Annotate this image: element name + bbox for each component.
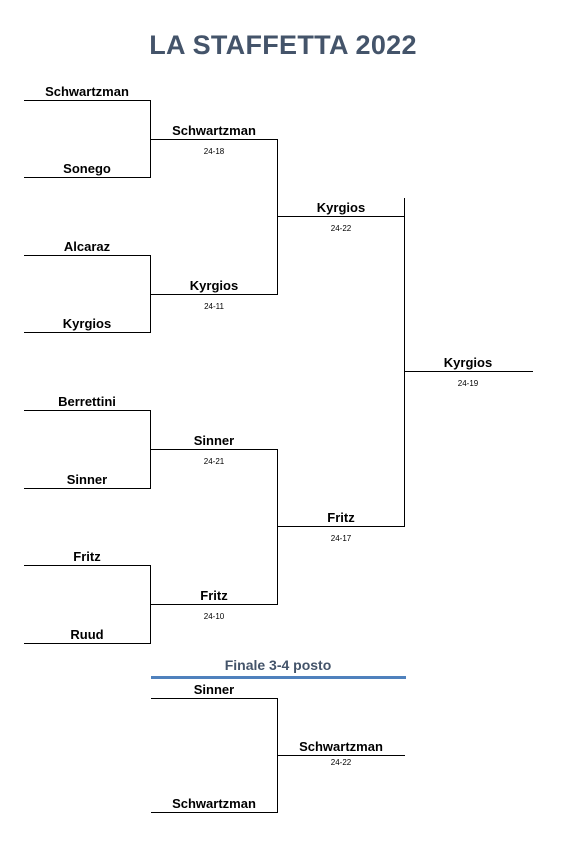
r1-player-6: Sinner [66,472,108,487]
r1-player-5: Berrettini [58,394,116,409]
third-place-player-2: Schwartzman [172,796,256,811]
qf-score-3: 24-21 [203,457,225,466]
final-line [405,371,533,372]
qf-score-2: 24-11 [204,302,224,311]
third-place-divider [151,676,406,679]
qf-score-1: 24-18 [203,147,225,156]
sf-winner-2: Fritz [327,510,355,525]
r1-connector-2 [150,255,151,333]
sf-winner-1: Kyrgios [316,200,366,215]
qf-winner-4: Fritz [200,588,228,603]
third-place-score: 24-22 [330,758,352,767]
third-place-title: Finale 3-4 posto [224,657,332,673]
qf-line-2 [151,294,278,295]
qf-connector-1 [277,139,278,295]
qf-line-1 [151,139,278,140]
sf-score-1: 24-22 [330,224,352,233]
third-place-line-1 [151,698,278,699]
sf-line-1 [278,216,405,217]
r1-line-8 [24,643,151,644]
third-place-connector [277,698,278,813]
r1-player-4: Kyrgios [62,316,112,331]
r1-line-3 [24,255,151,256]
r1-line-1 [24,100,151,101]
r1-line-4 [24,332,151,333]
page-title: LA STAFFETTA 2022 [149,30,417,60]
qf-score-4: 24-10 [203,612,225,621]
third-place-player-1: Sinner [193,682,235,697]
qf-line-4 [151,604,278,605]
sf-score-2: 24-17 [330,534,352,543]
third-place-winner-line [278,755,405,756]
qf-winner-2: Kyrgios [189,278,239,293]
r1-player-2: Sonego [63,161,111,176]
r1-line-6 [24,488,151,489]
r1-line-2 [24,177,151,178]
r1-line-7 [24,565,151,566]
sf-line-2 [278,526,405,527]
r1-connector-3 [150,410,151,489]
r1-player-8: Ruud [70,627,104,642]
r1-player-1: Schwartzman [45,84,129,99]
r1-line-5 [24,410,151,411]
r1-connector-1 [150,100,151,178]
final-score: 24-19 [457,379,479,388]
r1-player-3: Alcaraz [63,239,111,254]
final-winner: Kyrgios [443,355,493,370]
r1-connector-4 [150,565,151,644]
r1-player-7: Fritz [73,549,101,564]
third-place-winner: Schwartzman [299,739,383,754]
qf-winner-1: Schwartzman [172,123,256,138]
qf-connector-2 [277,449,278,605]
third-place-line-2 [151,812,278,813]
qf-winner-3: Sinner [193,433,235,448]
qf-line-3 [151,449,278,450]
sf-connector [404,198,405,527]
